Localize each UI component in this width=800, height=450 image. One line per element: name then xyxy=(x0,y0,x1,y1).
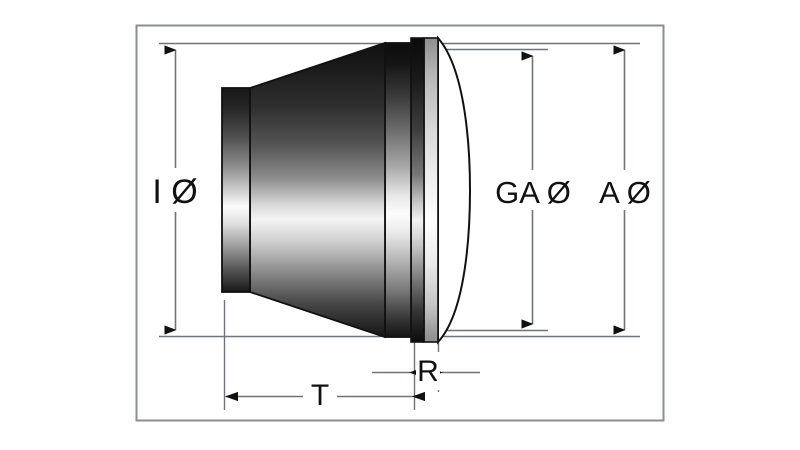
dimension-T: T xyxy=(226,377,413,415)
dimension-GA: GA Ø xyxy=(495,56,571,324)
dimension-label-bg-I xyxy=(152,168,200,212)
dimension-A: A Ø xyxy=(597,50,655,330)
dimension-label-bg-R xyxy=(416,352,440,390)
dimension-label-bg-A xyxy=(597,170,655,210)
lens-glass xyxy=(437,35,472,345)
headlight-housing xyxy=(221,35,472,345)
dimension-label-bg-T xyxy=(303,377,337,415)
dimension-label-GA: GA Ø xyxy=(495,175,571,210)
dimension-label-bg-GA xyxy=(497,170,569,210)
dimension-label-T: T xyxy=(311,379,329,412)
dimension-label-I: I Ø xyxy=(152,173,197,211)
dimension-label-A: A Ø xyxy=(599,175,651,210)
dimension-R: R xyxy=(372,352,480,390)
bezel-light-ring xyxy=(423,37,439,343)
bezel-dark-ring xyxy=(410,37,425,343)
conical-body xyxy=(249,41,386,339)
front-flange xyxy=(384,42,412,338)
dimension-I: I Ø xyxy=(152,50,200,330)
rear-collar xyxy=(221,87,251,293)
dimension-label-R: R xyxy=(417,355,439,388)
